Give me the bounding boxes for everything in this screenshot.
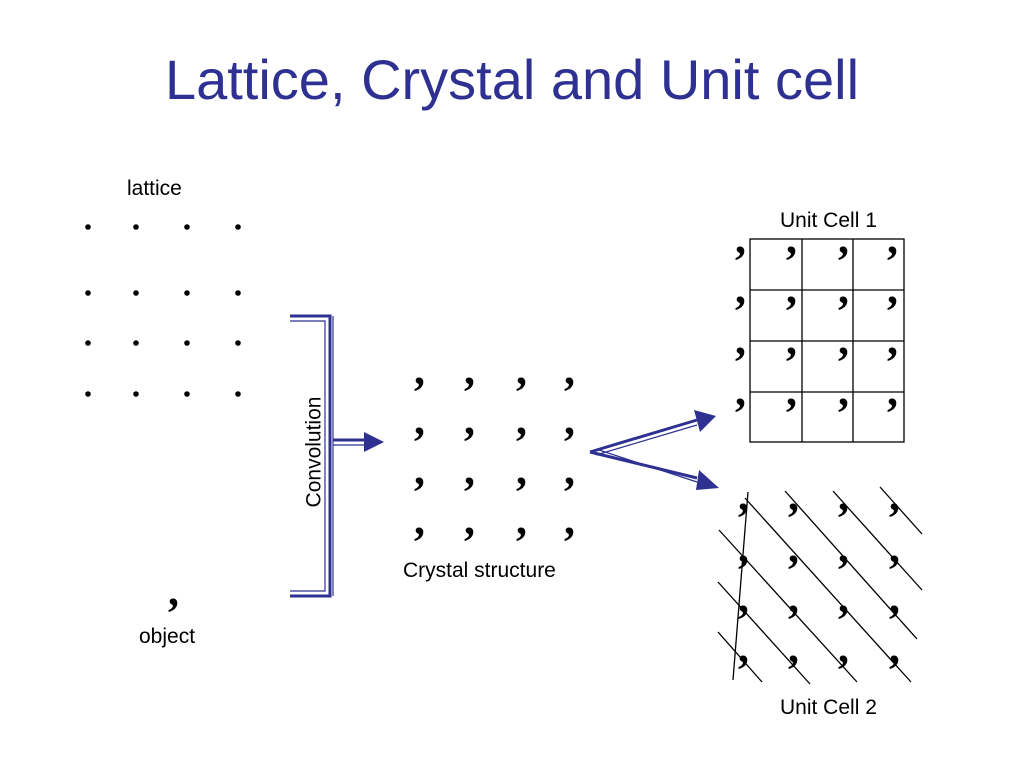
crystal-motif: ,	[414, 445, 425, 494]
unit-cell-2-motif: ,	[889, 471, 900, 520]
crystal-motif: ,	[414, 345, 425, 394]
crystal-motif: ,	[414, 495, 425, 544]
unit-cell-2-motif: ,	[788, 471, 799, 520]
lattice-point	[85, 290, 91, 296]
crystal-motif: ,	[464, 495, 475, 544]
unit-cell-2-motif: ,	[889, 623, 900, 672]
unit-cell-1-motif: ,	[887, 315, 898, 364]
unit-cell-2-motif: ,	[889, 573, 900, 622]
object-comma: ,	[168, 566, 179, 615]
lattice-points	[85, 224, 241, 397]
unit-cell-1-motif: ,	[838, 264, 849, 313]
crystal-motif: ,	[516, 395, 527, 444]
unit-cell-2-motif: ,	[889, 523, 900, 572]
lattice-point	[85, 224, 91, 230]
crystal-motif: ,	[516, 345, 527, 394]
split-arrows	[589, 410, 719, 490]
lattice-point	[235, 290, 241, 296]
unit-cell-2-motif: ,	[838, 573, 849, 622]
unit-cell-1-motif: ,	[887, 366, 898, 415]
unit-cell-1-label: Unit Cell 1	[780, 209, 877, 232]
lattice-point	[133, 224, 139, 230]
crystal-motif: ,	[516, 495, 527, 544]
unit-cell-1-motif: ,	[887, 264, 898, 313]
crystal-structure: ,,,,,,,,,,,,,,,,	[414, 345, 575, 544]
crystal-motif: ,	[464, 395, 475, 444]
unit-cell-1-motif: ,	[735, 366, 746, 415]
unit-cell-2-motif: ,	[738, 573, 749, 622]
unit-cell-1-motif: ,	[838, 214, 849, 263]
unit-cell-2-oblique-lines	[717, 486, 923, 685]
crystal-motif: ,	[564, 345, 575, 394]
unit-cell-1-motif: ,	[786, 264, 797, 313]
unit-cell-2: ,,,,,,,,,,,,,,,,	[717, 471, 923, 685]
unit-cell-1-motif: ,	[838, 315, 849, 364]
lattice-point	[235, 340, 241, 346]
slide-title: Lattice, Crystal and Unit cell	[164, 48, 860, 111]
unit-cell-1-motif: ,	[786, 315, 797, 364]
unit-cell-1-motifs: ,,,,,,,,,,,,,,,,	[735, 214, 898, 415]
unit-cell-1-motif: ,	[786, 366, 797, 415]
crystal-motif: ,	[414, 395, 425, 444]
convolution-arrow	[333, 432, 384, 452]
unit-cell-1-motif: ,	[735, 264, 746, 313]
unit-cell-2-motif: ,	[738, 523, 749, 572]
crystal-motif: ,	[464, 345, 475, 394]
lattice-point	[235, 224, 241, 230]
lattice-label: lattice	[127, 177, 182, 200]
unit-cell-1: ,,,,,,,,,,,,,,,,	[735, 214, 905, 443]
lattice-point	[184, 290, 190, 296]
unit-cell-1-motif: ,	[786, 214, 797, 263]
unit-cell-2-motif: ,	[838, 623, 849, 672]
unit-cell-2-motif: ,	[738, 471, 749, 520]
lattice-point	[85, 391, 91, 397]
unit-cell-2-motif: ,	[788, 573, 799, 622]
unit-cell-2-motif: ,	[838, 523, 849, 572]
lattice-point	[235, 391, 241, 397]
crystal-motif: ,	[564, 395, 575, 444]
crystal-motif: ,	[464, 445, 475, 494]
lattice-point	[184, 340, 190, 346]
unit-cell-1-motif: ,	[887, 214, 898, 263]
unit-cell-1-motif: ,	[735, 315, 746, 364]
object-label: object	[139, 625, 196, 648]
convolution-bracket	[290, 314, 334, 598]
unit-cell-2-motif: ,	[738, 623, 749, 672]
crystal-motif: ,	[564, 445, 575, 494]
unit-cell-1-motif: ,	[735, 214, 746, 263]
unit-cell-2-motifs: ,,,,,,,,,,,,,,,,	[738, 471, 900, 672]
unit-cell-2-motif: ,	[788, 623, 799, 672]
unit-cell-2-label: Unit Cell 2	[780, 696, 877, 719]
lattice-point	[133, 290, 139, 296]
lattice-point	[184, 224, 190, 230]
crystal-motif: ,	[564, 495, 575, 544]
lattice-point	[85, 340, 91, 346]
unit-cell-2-motif: ,	[788, 523, 799, 572]
lattice-point	[184, 391, 190, 397]
unit-cell-2-motif: ,	[838, 471, 849, 520]
crystal-structure-label: Crystal structure	[403, 559, 556, 582]
lattice-point	[133, 391, 139, 397]
lattice-point	[133, 340, 139, 346]
object-motif: ,	[168, 566, 179, 615]
unit-cell-1-motif: ,	[838, 366, 849, 415]
crystal-motif: ,	[516, 445, 527, 494]
